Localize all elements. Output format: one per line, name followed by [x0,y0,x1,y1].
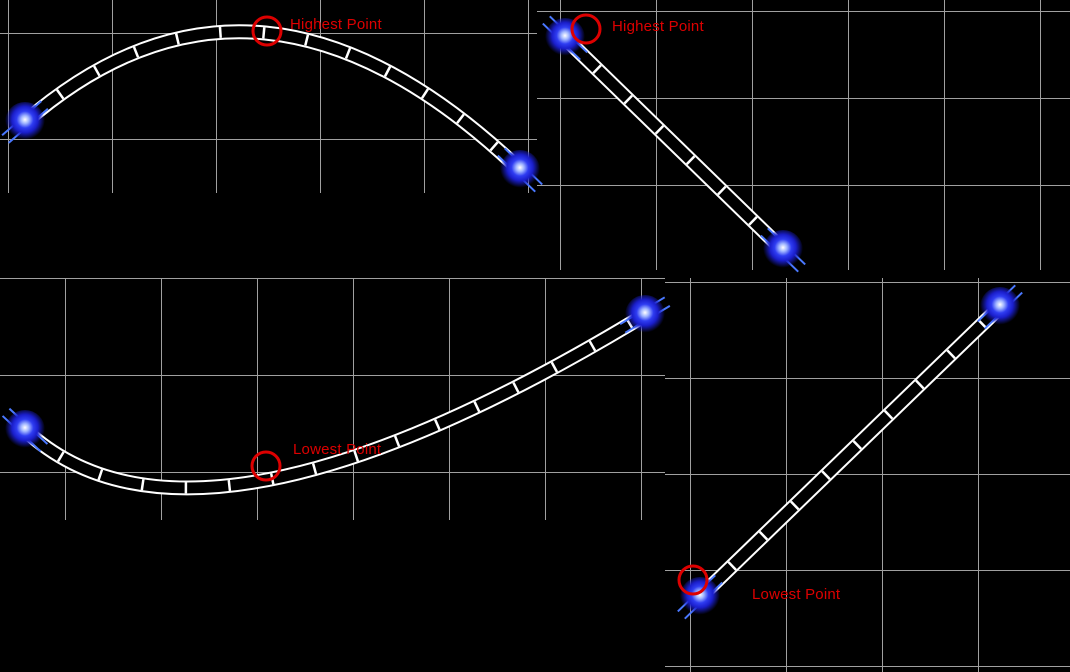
track-hill[interactable] [20,24,526,176]
ball-glow [680,577,720,617]
annotation-label-lowest-point-valley: Lowest Point [293,441,382,458]
ball-glow [5,102,45,142]
ball[interactable] [760,227,806,273]
rail-outline [20,24,526,176]
ball-glow [5,410,45,450]
rail-inner [21,310,648,494]
ball[interactable] [497,147,543,193]
ball-glow [545,18,585,58]
annotation-label-highest-point-descending: Highest Point [612,18,704,35]
lowest-point-marker [250,450,282,482]
rail-inner [561,34,787,254]
track-ascending[interactable] [694,301,1006,603]
ball[interactable] [977,284,1023,330]
ball[interactable] [1,407,49,453]
ball[interactable] [1,100,49,144]
track-descending[interactable] [559,32,789,256]
ball[interactable] [619,295,671,335]
lowest-point-marker [677,564,709,596]
ball-glow [500,150,540,190]
ball[interactable] [542,15,588,61]
rail-inner [696,303,1004,601]
annotation-label-lowest-point-ascending: Lowest Point [752,586,841,603]
grid-panel-top-right [537,0,1070,270]
grid-panel-bottom-right [665,278,1070,672]
track-valley[interactable] [19,308,649,496]
ball-glow [763,230,803,270]
highest-point-marker [251,15,283,47]
rail-inner [21,26,524,174]
ball-glow [625,295,665,335]
annotation-label-highest-point-hill: Highest Point [290,16,382,33]
highest-point-marker [570,13,602,45]
ball-glow [980,287,1020,327]
